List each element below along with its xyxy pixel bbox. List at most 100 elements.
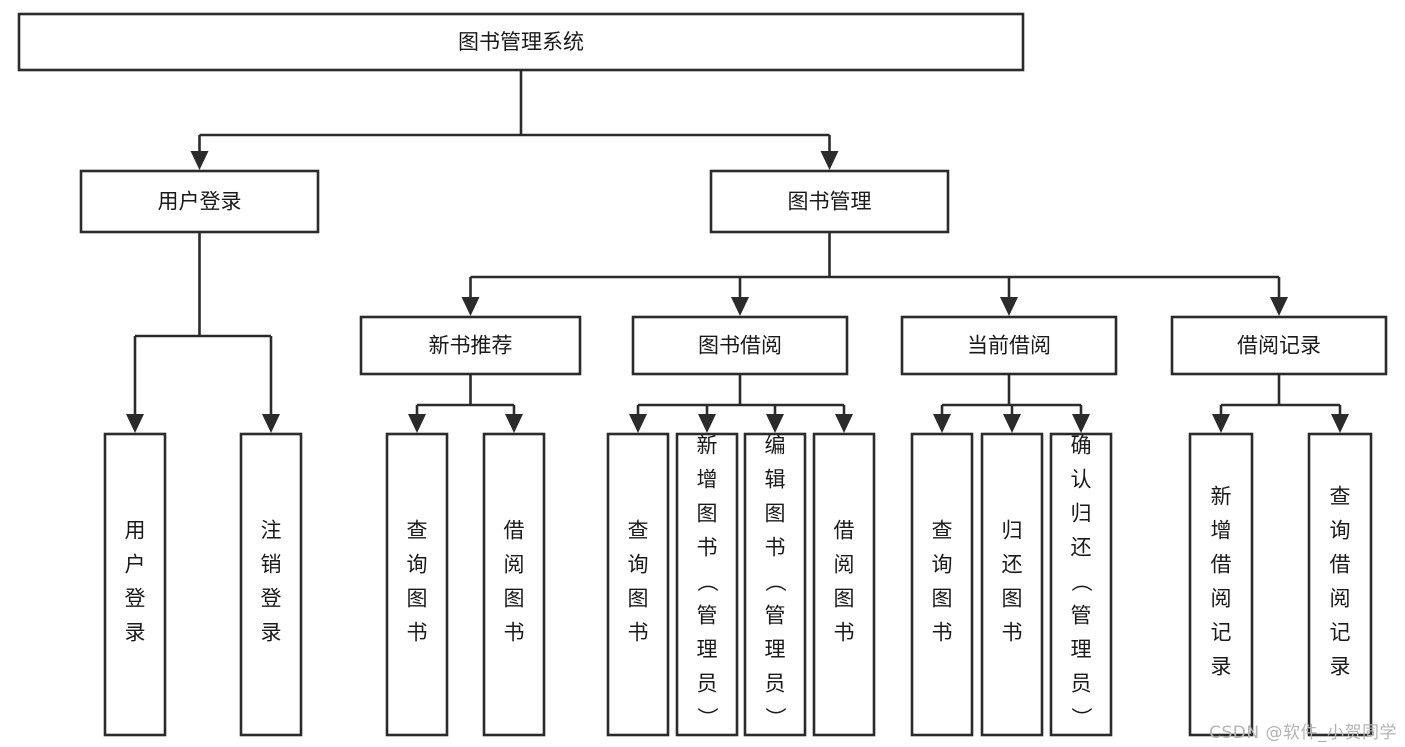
glyph: 图 [504, 587, 525, 611]
node-box-root[interactable] [17, 12, 1025, 72]
glyph: 阅 [504, 553, 525, 577]
glyph: 借 [834, 519, 855, 543]
node-label-root: 图书管理系统 [458, 30, 584, 54]
node-box-leaf-rec-borrow-book[interactable] [482, 432, 546, 737]
node-box-borrow-record[interactable] [1170, 315, 1388, 376]
node-new-book-rec[interactable]: 新书推荐 [359, 315, 582, 376]
edge-edge-record-add [1212, 405, 1230, 433]
edge-edge-borrow-borrow [835, 405, 853, 433]
glyph: 图 [932, 587, 953, 611]
edge-edge-cur-return [1003, 405, 1021, 433]
node-box-leaf-borrow-borrow-book[interactable] [812, 432, 876, 737]
glyph: 书 [407, 621, 428, 645]
node-box-leaf-rec-query-book[interactable] [385, 432, 449, 737]
node-current-borrow[interactable]: 当前借阅 [900, 315, 1118, 376]
node-box-leaf-user-login[interactable] [103, 432, 167, 737]
glyph: 辑 [765, 468, 786, 492]
edge-group-root [190, 70, 839, 170]
edge-edge-books-rec [461, 277, 480, 316]
node-box-new-book-rec[interactable] [359, 315, 582, 376]
edge-edge-record-query [1331, 405, 1349, 433]
edge-edge-root-books [820, 135, 839, 170]
node-root[interactable]: 图书管理系统 [17, 12, 1025, 72]
edge-edge-rec-borrow [505, 405, 523, 433]
node-box-leaf-cur-confirm-return[interactable] [1049, 432, 1113, 737]
glyph: 还 [1071, 536, 1092, 560]
node-book-manage[interactable]: 图书管理 [709, 169, 950, 234]
glyph: 阅 [834, 553, 855, 577]
node-box-leaf-borrow-query-book[interactable] [606, 432, 670, 737]
glyph: 新 [1211, 485, 1232, 509]
glyph: 询 [407, 553, 428, 577]
glyph: 户 [125, 553, 146, 577]
glyph: 图 [765, 502, 786, 526]
edge-group-book-manage [461, 232, 1288, 316]
edge-group-current-borrow [933, 374, 1090, 433]
edge-edge-borrow-add [698, 405, 716, 433]
node-box-user-login[interactable] [79, 169, 320, 234]
node-box-leaf-borrow-edit-book[interactable] [743, 432, 807, 737]
node-box-leaf-rec-query-record[interactable] [1307, 432, 1373, 737]
node-box-leaf-user-logout[interactable] [239, 432, 303, 737]
glyph: 查 [932, 519, 953, 543]
node-box-book-borrow[interactable] [631, 315, 849, 376]
glyph: 书 [1002, 621, 1023, 645]
glyph: 用 [125, 519, 146, 543]
glyph: 书 [697, 536, 718, 560]
glyph: 书 [765, 536, 786, 560]
glyph: 录 [1330, 655, 1351, 679]
node-box-leaf-borrow-add-book[interactable] [675, 432, 739, 737]
glyph: 查 [407, 519, 428, 543]
edge-edge-cur-confirm [1072, 405, 1090, 433]
glyph: 归 [1002, 519, 1023, 543]
edge-edge-root-users [190, 135, 209, 170]
node-box-current-borrow[interactable] [900, 315, 1118, 376]
node-user-login[interactable]: 用户登录 [79, 169, 320, 234]
node-label-user-login: 用户登录 [158, 190, 242, 214]
node-box-leaf-rec-add-record[interactable] [1188, 432, 1254, 737]
glyph: 录 [261, 621, 282, 645]
node-label-book-borrow: 图书借阅 [698, 334, 782, 358]
node-box-leaf-cur-return-book[interactable] [980, 432, 1044, 737]
glyph: （ [695, 571, 719, 592]
node-label-new-book-rec: 新书推荐 [429, 334, 513, 358]
edge-group-book-borrow [629, 374, 853, 433]
glyph: 归 [1071, 502, 1092, 526]
node-borrow-record[interactable]: 借阅记录 [1170, 315, 1388, 376]
glyph: 管 [1071, 604, 1092, 628]
node-label-current-borrow: 当前借阅 [967, 334, 1051, 358]
glyph: 理 [697, 638, 718, 662]
glyph: 阅 [1330, 587, 1351, 611]
glyph: 销 [261, 553, 282, 577]
node-book-borrow[interactable]: 图书借阅 [631, 315, 849, 376]
glyph: 图 [834, 587, 855, 611]
node-box-book-manage[interactable] [709, 169, 950, 234]
glyph: 询 [1330, 519, 1351, 543]
glyph: 注 [261, 519, 282, 543]
node-leaf-user-login[interactable]: 用户登录 [103, 432, 167, 737]
node-layer: 图书管理系统用户登录图书管理新书推荐图书借阅当前借阅借阅记录用户登录注销登录查询… [17, 12, 1388, 737]
glyph: 增 [1211, 519, 1232, 543]
node-box-leaf-cur-query-book[interactable] [910, 432, 974, 737]
edge-edge-books-record [1270, 277, 1288, 316]
glyph: ） [763, 707, 787, 728]
edge-edge-borrow-edit [766, 405, 784, 433]
glyph: 理 [765, 638, 786, 662]
glyph: 员 [765, 672, 786, 696]
